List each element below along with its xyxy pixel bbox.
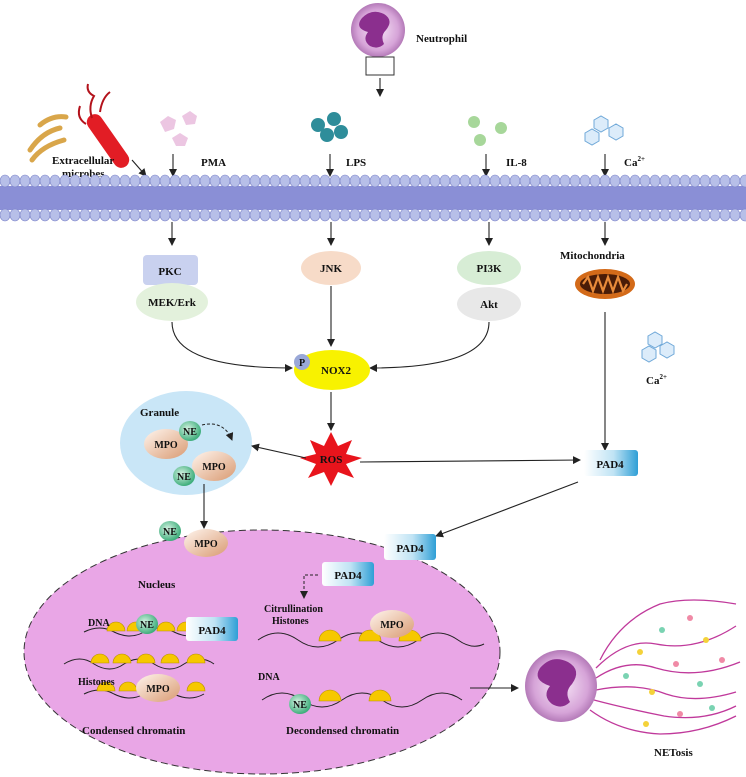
histone-icon [106, 621, 126, 632]
ne-decondensed-label: NE [293, 700, 307, 711]
ne-entering-label: NE [163, 527, 177, 538]
pad4-label-1: PAD4 [596, 459, 624, 471]
pad4-label-2: PAD4 [396, 543, 424, 555]
cell-membrane [0, 174, 746, 222]
lps-molecule-icon [311, 112, 348, 142]
arrow-microbes [131, 159, 147, 177]
extracellular-microbes-label-1: Extracellular [52, 155, 114, 167]
pad4-condensed: PAD4 [186, 617, 238, 641]
calcium-ion-icon [584, 115, 624, 146]
granule: Granule MPO NE MPO NE [120, 391, 252, 495]
histone-icon [160, 653, 180, 664]
dna-label-right: DNA [258, 672, 280, 683]
ca-label: Ca2+ [624, 155, 645, 169]
mpo-entering [184, 529, 228, 557]
neutrophil-label: Neutrophil [416, 33, 467, 45]
neutrophil-cell-icon [351, 3, 405, 76]
arrow-ros-to-granule [251, 443, 307, 459]
histone-icon [112, 653, 132, 664]
condensed-chromatin-label: Condensed chromatin [82, 725, 185, 737]
pad4-label-4: PAD4 [198, 625, 226, 637]
il8-molecule-icon [468, 116, 507, 146]
jnk-label: JNK [320, 263, 342, 275]
pi3k-box: PI3K [457, 251, 521, 285]
pad4-cytoplasm: PAD4 [584, 450, 638, 476]
histones-label-right: Histones [272, 616, 309, 627]
histone-icon [186, 653, 206, 664]
mpo-condensed-label: MPO [146, 684, 170, 695]
phospho-label: P [299, 358, 305, 369]
arrow-ros-to-pad4 [359, 456, 581, 465]
ros-burst-icon: ROS [300, 432, 362, 486]
granule-mpo-label-2: MPO [202, 462, 226, 473]
ros-label: ROS [320, 454, 343, 466]
decondensed-chromatin-label: Decondensed chromatin [286, 725, 399, 737]
arrow-mek-to-nox2 [171, 321, 293, 372]
mek-erk-label: MEK/Erk [148, 297, 197, 309]
granule-ne-label-2: NE [177, 472, 191, 483]
nox2-label: NOX2 [321, 365, 351, 377]
ne-entering [159, 521, 181, 541]
ne-condensed [136, 614, 158, 634]
net-fibers-icon [589, 599, 741, 735]
histone-icon [368, 689, 392, 702]
histone-icon [156, 621, 176, 632]
granule-ne-label-1: NE [183, 427, 197, 438]
akt-label: Akt [480, 299, 498, 311]
nox2-complex: P NOX2 [294, 350, 370, 390]
histone-icon [186, 681, 206, 692]
pad4-nuclear: PAD4 [322, 562, 374, 586]
histone-icon [318, 629, 342, 642]
citrullination-label: Citrullination [264, 604, 323, 615]
pkc-label: PKC [158, 266, 181, 278]
histone-icon [90, 653, 110, 664]
ne-condensed-label: NE [140, 620, 154, 631]
mitochondria-icon [575, 269, 635, 299]
neutrophil-netosis-icon [525, 650, 597, 722]
nucleus-label: Nucleus [138, 579, 176, 591]
pma-molecule-icon [160, 111, 197, 146]
histone-icon [136, 653, 156, 664]
jnk-box: JNK [301, 251, 361, 285]
histone-icon [96, 681, 116, 692]
ne-decondensed [289, 694, 311, 714]
granule-mpo-label-1: MPO [154, 440, 178, 451]
histones-label-left: Histones [78, 677, 115, 688]
granule-label: Granule [140, 407, 179, 419]
arrow-akt-to-nox2 [369, 321, 490, 372]
mpo-decondensed-label: MPO [380, 620, 404, 631]
ca-label-2: Ca2+ [646, 373, 667, 387]
mitochondria-label: Mitochondria [560, 250, 625, 262]
mpo-condensed [136, 674, 180, 702]
pi3k-label: PI3K [476, 263, 502, 275]
netosis-label: NETosis [654, 747, 693, 759]
pma-label: PMA [201, 157, 226, 169]
pkc-box: PKC [143, 255, 198, 285]
histone-icon [318, 689, 342, 702]
dna-label-left: DNA [88, 618, 110, 629]
il8-label: IL-8 [506, 157, 527, 169]
calcium-ion-icon-2 [641, 331, 675, 363]
lps-label: LPS [346, 157, 366, 169]
arrow-pad4-to-nucleus [435, 481, 579, 538]
bacteria-icon [27, 83, 130, 168]
mpo-decondensed [370, 610, 414, 638]
mek-erk-box: MEK/Erk [136, 283, 208, 321]
nucleus: Nucleus [23, 529, 501, 775]
pad4-label-3: PAD4 [334, 570, 362, 582]
mpo-entering-label: MPO [194, 539, 218, 550]
pad4-nuclear-edge: PAD4 [384, 534, 436, 560]
akt-box: Akt [457, 287, 521, 321]
